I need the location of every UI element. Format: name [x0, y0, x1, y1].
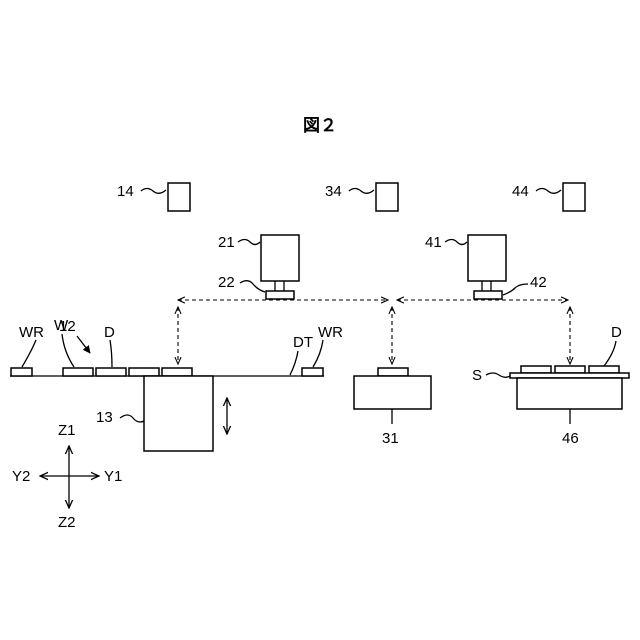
label-21: 21: [218, 234, 235, 251]
leader-41: [445, 240, 467, 245]
label-WR-left: WR: [19, 324, 44, 341]
label-D-left: D: [104, 324, 115, 341]
leader-21: [238, 240, 260, 245]
axis-y2-label: Y2: [12, 468, 30, 485]
leader-42: [503, 284, 528, 295]
wafer-ring-right: [302, 368, 323, 376]
die-on-substrate-2: [555, 366, 585, 373]
label-14: 14: [117, 183, 134, 200]
head-21-box: [261, 235, 299, 281]
unit-14-box: [168, 183, 190, 211]
leader-22: [240, 281, 265, 292]
label-S: S: [472, 367, 482, 384]
axis-y1-label: Y1: [104, 468, 122, 485]
leader-13: [120, 415, 144, 422]
leader-DT: [290, 351, 298, 375]
die-on-substrate-3: [589, 366, 619, 373]
die-on-substrate-1: [521, 366, 551, 373]
figure-title: 図２: [303, 116, 337, 135]
stage-13-box: [144, 376, 213, 451]
axis-z2-label: Z2: [58, 514, 76, 531]
unit-31-box: [354, 376, 431, 409]
leader-34: [349, 189, 374, 194]
die-on-31: [378, 368, 408, 376]
label-31: 31: [382, 430, 399, 447]
leader-44: [536, 189, 561, 194]
wafer-ring-left: [11, 368, 32, 376]
label-22: 22: [218, 274, 235, 291]
leader-W: [62, 334, 74, 367]
leader-D-right: [604, 341, 616, 366]
die-3: [162, 368, 192, 376]
label-W: W: [54, 317, 69, 334]
unit-34-box: [376, 183, 398, 211]
label-34: 34: [325, 183, 342, 200]
leader-S: [486, 373, 510, 377]
tool-22-box: [266, 291, 294, 299]
label-42: 42: [530, 274, 547, 291]
leader-WR-right: [313, 340, 323, 367]
leader-D-left: [110, 340, 112, 367]
leader-WR-left: [22, 340, 36, 367]
label-D-right: D: [611, 324, 622, 341]
label-13: 13: [96, 409, 113, 426]
tool-42-box: [474, 291, 502, 299]
label-44: 44: [512, 183, 529, 200]
label-41: 41: [425, 234, 442, 251]
leader-14: [141, 189, 166, 194]
arrow-12: [77, 336, 90, 353]
wafer-die: [63, 368, 93, 376]
head-41-box: [468, 235, 506, 281]
unit-46-box: [517, 378, 622, 409]
die-2: [129, 368, 159, 376]
unit-44-box: [563, 183, 585, 211]
label-DT: DT: [293, 334, 313, 351]
die-1: [96, 368, 126, 376]
label-WR-right: WR: [318, 324, 343, 341]
label-46: 46: [562, 430, 579, 447]
axis-z1-label: Z1: [58, 422, 76, 439]
